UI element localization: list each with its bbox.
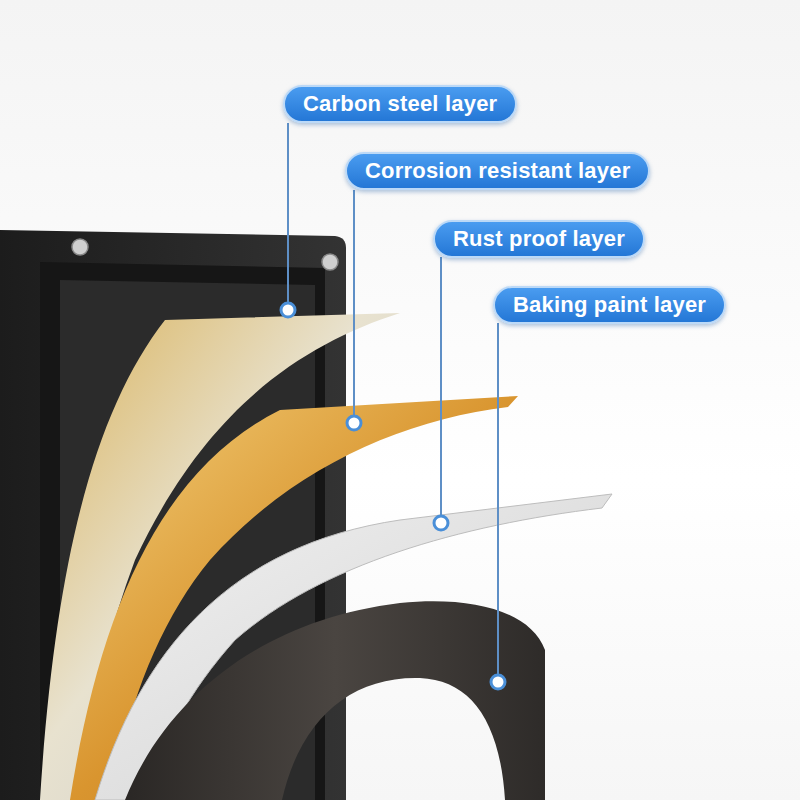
leader-dot [281, 303, 295, 317]
leader-dot [491, 675, 505, 689]
screw [322, 254, 338, 270]
callout-pill: Corrosion resistant layer [345, 152, 650, 190]
paint-sheet [125, 601, 545, 800]
leader-line [353, 190, 355, 416]
callout-pill: Carbon steel layer [283, 85, 517, 123]
screw [72, 239, 88, 255]
layer-name: Corrosion resistant layer [365, 158, 630, 183]
layer-name: Carbon steel layer [303, 91, 497, 116]
leader-dot [347, 416, 361, 430]
rust-proof-sheet [95, 494, 612, 800]
layer-name: Rust proof layer [453, 226, 625, 251]
callout-pill: Rust proof layer [433, 220, 645, 258]
callout-pill: Baking paint layer [493, 286, 726, 324]
layer-name: Baking paint layer [513, 292, 706, 317]
leader-line [497, 323, 499, 675]
leader-line [440, 257, 442, 516]
leader-line [287, 123, 289, 303]
leader-dot [434, 516, 448, 530]
